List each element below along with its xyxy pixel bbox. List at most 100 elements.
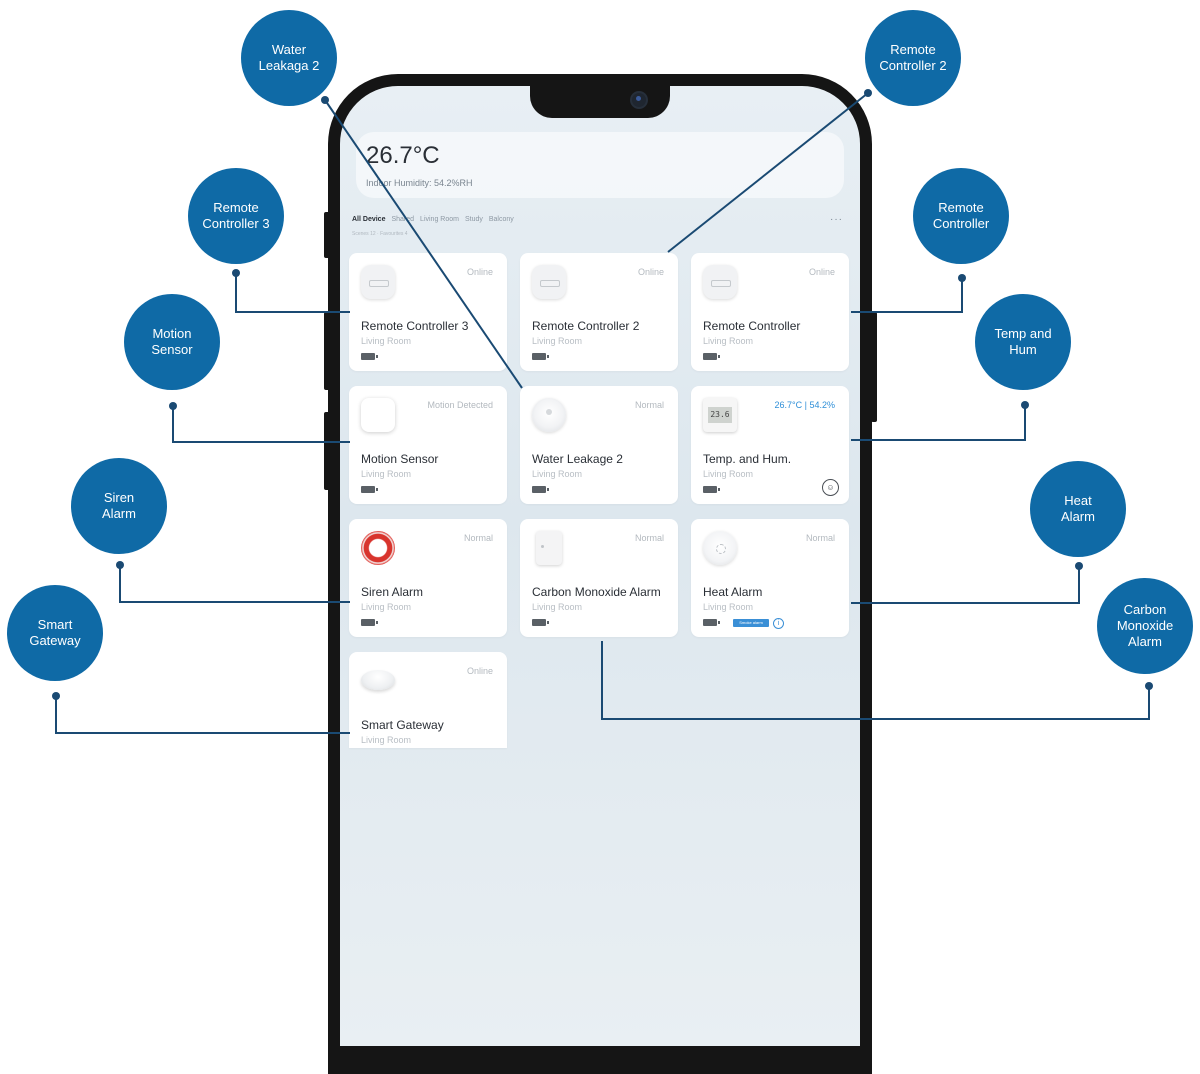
device-status: Motion Detected [427,400,493,410]
device-name: Carbon Monoxide Alarm [532,585,661,599]
indoor-temperature: 26.7°C [366,142,440,169]
motion-sensor-icon [361,398,395,432]
tab-all-device[interactable]: All Device [352,216,386,223]
connector-dot [1145,682,1153,690]
callout-siren-alarm: Siren Alarm [71,458,167,554]
thermometer-display: 23.6 [708,407,732,423]
device-status: Normal [805,533,835,543]
tab-living-room[interactable]: Living Room [420,216,459,223]
device-room: Living Room [703,469,754,479]
device-name: Water Leakage 2 [532,452,623,466]
battery-icon [361,619,378,626]
callout-remote-controller: Remote Controller [913,168,1009,264]
device-room: Living Room [532,336,583,346]
device-room: Living Room [532,602,583,612]
battery-icon [361,353,378,360]
battery-icon [532,486,549,493]
device-room: Living Room [703,602,754,612]
connector-dot [1075,562,1083,570]
device-room: Living Room [361,469,412,479]
remote-control-icon [532,265,566,299]
tab-study[interactable]: Study [464,216,483,223]
device-status: Online [466,666,493,676]
battery-icon [703,353,720,360]
connector-heat-alarm [851,566,1080,604]
device-name: Temp. and Hum. [703,452,792,466]
device-card-temp-hum[interactable]: 23.6 26.7°C | 54.2% Temp. and Hum. Livin… [691,386,849,504]
subtabs: Scenes 12 · Favourites 4 [352,231,408,237]
device-room: Living Room [532,469,583,479]
device-card-motion-sensor[interactable]: Motion Detected Motion Sensor Living Roo… [349,386,507,504]
device-status: Online [637,267,664,277]
connector-dot [116,561,124,569]
connector-temp-hum [851,405,1026,441]
battery-icon [532,353,549,360]
info-icon[interactable]: i [773,618,784,629]
siren-icon [361,531,395,565]
connector-dot [169,402,177,410]
callout-water-leakage-2: Water Leakaga 2 [241,10,337,106]
notch [530,86,670,118]
callout-co-alarm: Carbon Monoxide Alarm [1097,578,1193,674]
device-room: Living Room [361,602,412,612]
device-status: Normal [634,400,664,410]
remote-control-icon [361,265,395,299]
device-card-smart-gateway[interactable]: Online Smart Gateway Living Room [349,652,507,748]
connector-smart-gateway [55,696,350,734]
device-card-remote-controller[interactable]: Online Remote Controller Living Room [691,253,849,371]
remote-control-icon [703,265,737,299]
device-name: Remote Controller 3 [361,319,469,333]
thermometer-icon: 23.6 [703,398,737,432]
battery-icon [361,486,378,493]
callout-remote-controller-2: Remote Controller 2 [865,10,961,106]
power-button [871,312,877,422]
device-room: Living Room [361,735,412,745]
device-card-remote-controller-3[interactable]: Online Remote Controller 3 Living Room [349,253,507,371]
comfort-face-icon: ☺ [822,479,839,496]
tab-shared[interactable]: Shared [391,216,415,223]
connector-dot [321,96,329,104]
device-room: Living Room [361,336,412,346]
phone-screen: 26.7°C Indoor Humidity: 54.2%RH All Devi… [340,86,860,1046]
mute-switch [324,412,330,490]
device-name: Smart Gateway [361,718,444,732]
device-card-co-alarm[interactable]: Normal Carbon Monoxide Alarm Living Room [520,519,678,637]
connector-dot [958,274,966,282]
battery-icon [703,619,720,626]
alarm-type-chip: Smoke alarm [733,619,769,627]
device-room: Living Room [703,336,754,346]
callout-temp-hum: Temp and Hum [975,294,1071,390]
device-name: Siren Alarm [361,585,424,599]
water-leak-sensor-icon [532,398,566,432]
battery-icon [703,486,720,493]
device-status: Online [466,267,493,277]
room-tabs: All Device Shared Living Room Study Balc… [352,216,514,223]
connector-dot [52,692,60,700]
callout-smart-gateway: Smart Gateway [7,585,103,681]
device-card-siren-alarm[interactable]: Normal Siren Alarm Living Room [349,519,507,637]
heat-alarm-icon [703,531,737,565]
device-status: Normal [463,533,493,543]
callout-heat-alarm: Heat Alarm [1030,461,1126,557]
device-name: Heat Alarm [703,585,763,599]
device-card-water-leakage-2[interactable]: Normal Water Leakage 2 Living Room [520,386,678,504]
connector-siren-alarm [119,565,350,603]
gateway-icon [361,670,395,690]
device-name: Remote Controller [703,319,801,333]
device-status: Normal [634,533,664,543]
callout-remote-controller-3: Remote Controller 3 [188,168,284,264]
device-card-heat-alarm[interactable]: Normal Heat Alarm Living Room Smoke alar… [691,519,849,637]
indoor-humidity: Indoor Humidity: 54.2%RH [366,178,473,188]
front-camera-icon [632,93,646,107]
connector-dot [232,269,240,277]
connector-dot [864,89,872,97]
device-card-remote-controller-2[interactable]: Online Remote Controller 2 Living Room [520,253,678,371]
connector-dot [1021,401,1029,409]
device-name: Motion Sensor [361,452,439,466]
more-options-icon[interactable]: ··· [830,214,843,225]
tab-balcony[interactable]: Balcony [488,216,514,223]
callout-motion-sensor: Motion Sensor [124,294,220,390]
co-alarm-icon [536,531,562,565]
device-status: 26.7°C | 54.2% [774,400,835,410]
device-name: Remote Controller 2 [532,319,640,333]
